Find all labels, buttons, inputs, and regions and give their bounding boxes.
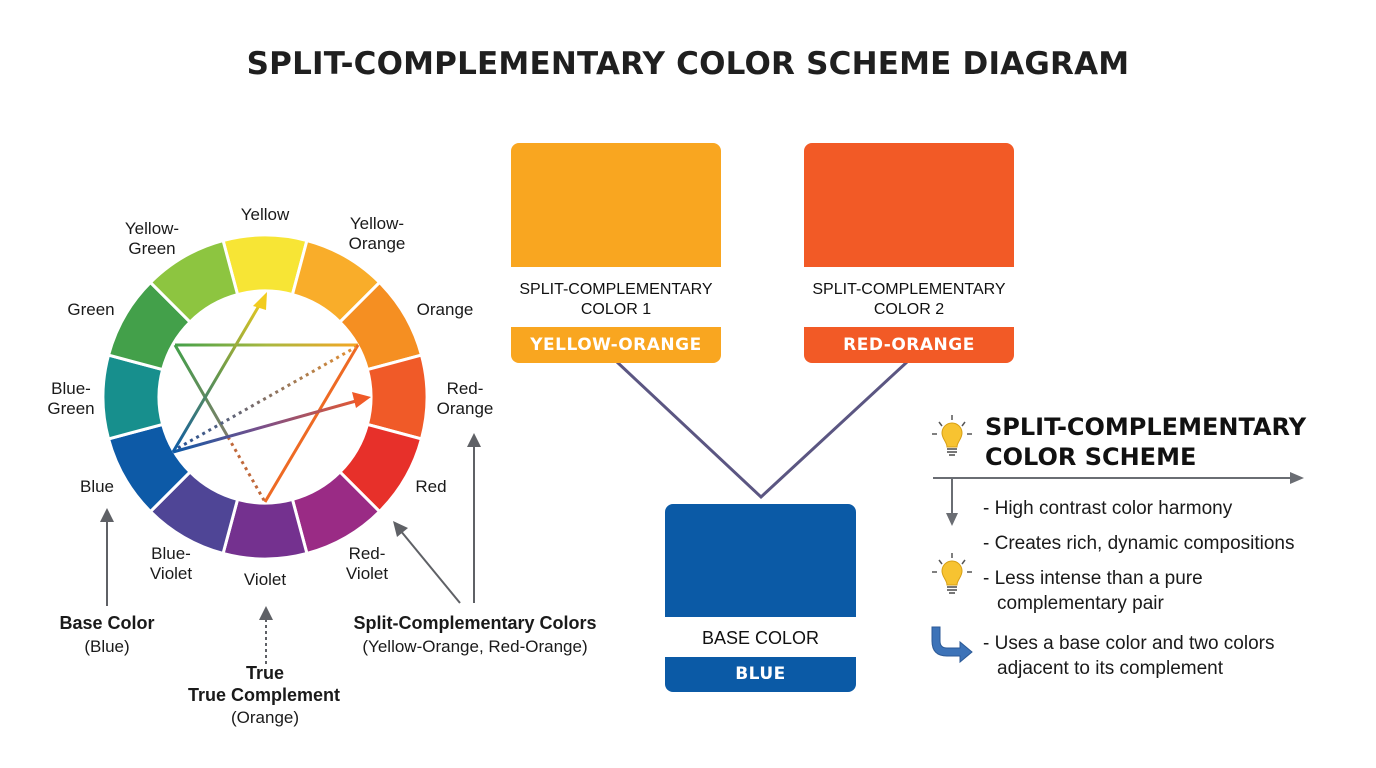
panel-bullet: - Creates rich, dynamic compositions: [983, 531, 1295, 556]
wheel-label-blue: Blue: [80, 477, 114, 497]
color-wheel: [101, 233, 429, 561]
wheel-label-line: Violet: [345, 564, 389, 583]
bullet-text: - High contrast color harmony: [983, 498, 1233, 519]
wheel-label-line: Red: [415, 477, 447, 496]
wheel-label-line: Green: [128, 239, 176, 258]
true-complement-callout-title: True Complement: [187, 685, 341, 705]
wheel-label-line: Yellow-: [124, 219, 180, 238]
wheel-label-line: Violet: [149, 564, 193, 583]
bullet-text: - Uses a base color and two colors: [983, 633, 1275, 654]
lightbulb-icon: [932, 553, 972, 594]
wheel-label-green: Green: [67, 300, 114, 320]
wheel-label-line: Orange: [416, 300, 474, 319]
wheel-label-red-violet: Red-Violet: [346, 544, 388, 584]
base-color-caption: BASE COLOR: [701, 628, 820, 648]
wheel-label-orange: Orange: [417, 300, 474, 320]
split-colors-callout-title: Split-Complementary Colors: [353, 613, 597, 633]
panel-title: SPLIT-COMPLEMENTARY COLOR SCHEME: [985, 412, 1306, 472]
split-color-2-swatch: [804, 143, 1014, 267]
base-color-swatch: [665, 504, 856, 617]
split-colors-callout-sub: (Yellow-Orange, Red-Orange): [362, 637, 588, 656]
wheel-label-yellow: Yellow: [241, 205, 290, 225]
base-color-name: BLUE: [665, 657, 856, 692]
panel-title-line: COLOR SCHEME: [985, 443, 1197, 471]
wheel-label-red: Red: [415, 477, 446, 497]
true-complement-callout-line1: True: [245, 663, 285, 683]
lightbulb-icon: [932, 415, 972, 456]
panel-bullet: - High contrast color harmony: [983, 496, 1232, 521]
callout-arrows: [100, 433, 481, 664]
wheel-relationship-lines: [171, 292, 371, 503]
wheel-label-red-orange: Red-Orange: [437, 379, 494, 419]
curved-arrow-icon: [931, 626, 973, 664]
bullet-text-continued: complementary pair: [997, 593, 1164, 614]
panel-bullet: - Uses a base color and two colors adjac…: [983, 631, 1274, 681]
split-color-1-swatch: [511, 143, 721, 267]
wheel-label-blue-green: Blue-Green: [47, 379, 94, 419]
wheel-label-yellow-orange: Yellow-Orange: [349, 214, 406, 254]
true-complement-callout-sub: (Orange): [230, 708, 300, 727]
wheel-label-line: Red-: [446, 379, 484, 398]
split-color-1-caption: SPLIT-COMPLEMENTARY COLOR 1: [511, 280, 721, 320]
bullet-text: - Less intense than a pure: [983, 568, 1203, 589]
bullet-text-continued: adjacent to its complement: [997, 658, 1224, 679]
wheel-segment-yellow-green: [148, 238, 240, 325]
panel-title-line: SPLIT-COMPLEMENTARY: [985, 413, 1307, 441]
wheel-label-line: Blue-: [151, 544, 191, 563]
wheel-label-line: Yellow: [240, 205, 290, 224]
page-title: SPLIT-COMPLEMENTARY COLOR SCHEME DIAGRAM: [246, 46, 1130, 82]
wheel-label-line: Violet: [243, 570, 287, 589]
wheel-label-line: Green: [67, 300, 115, 319]
base-color-callout-title: Base Color: [59, 613, 155, 633]
wheel-label-line: Yellow-: [349, 214, 405, 233]
caption-line: SPLIT-COMPLEMENTARY: [519, 281, 713, 298]
caption-line: SPLIT-COMPLEMENTARY: [812, 281, 1006, 298]
card-connectors: [615, 360, 909, 500]
wheel-label-violet: Violet: [244, 570, 286, 590]
panel-arrows: [933, 472, 1304, 526]
wheel-label-line: Green: [47, 399, 95, 418]
caption-line: COLOR 1: [580, 301, 652, 318]
wheel-label-line: Orange: [348, 234, 406, 253]
split-color-1-name: YELLOW-ORANGE: [511, 327, 721, 363]
wheel-label-yellow-green: Yellow-Green: [125, 219, 179, 259]
split-color-2-caption: SPLIT-COMPLEMENTARY COLOR 2: [804, 280, 1014, 320]
wheel-label-line: Orange: [436, 399, 494, 418]
wheel-label-line: Blue-: [51, 379, 91, 398]
wheel-label-line: Blue: [79, 477, 115, 496]
wheel-label-blue-violet: Blue-Violet: [150, 544, 192, 584]
wheel-label-line: Red-: [348, 544, 386, 563]
base-color-callout-sub: (Blue): [84, 637, 130, 656]
caption-line: COLOR 2: [873, 301, 945, 318]
bullet-text: - Creates rich, dynamic compositions: [983, 533, 1295, 554]
split-color-2-name: RED-ORANGE: [804, 327, 1014, 363]
panel-bullet: - Less intense than a pure complementary…: [983, 566, 1203, 616]
